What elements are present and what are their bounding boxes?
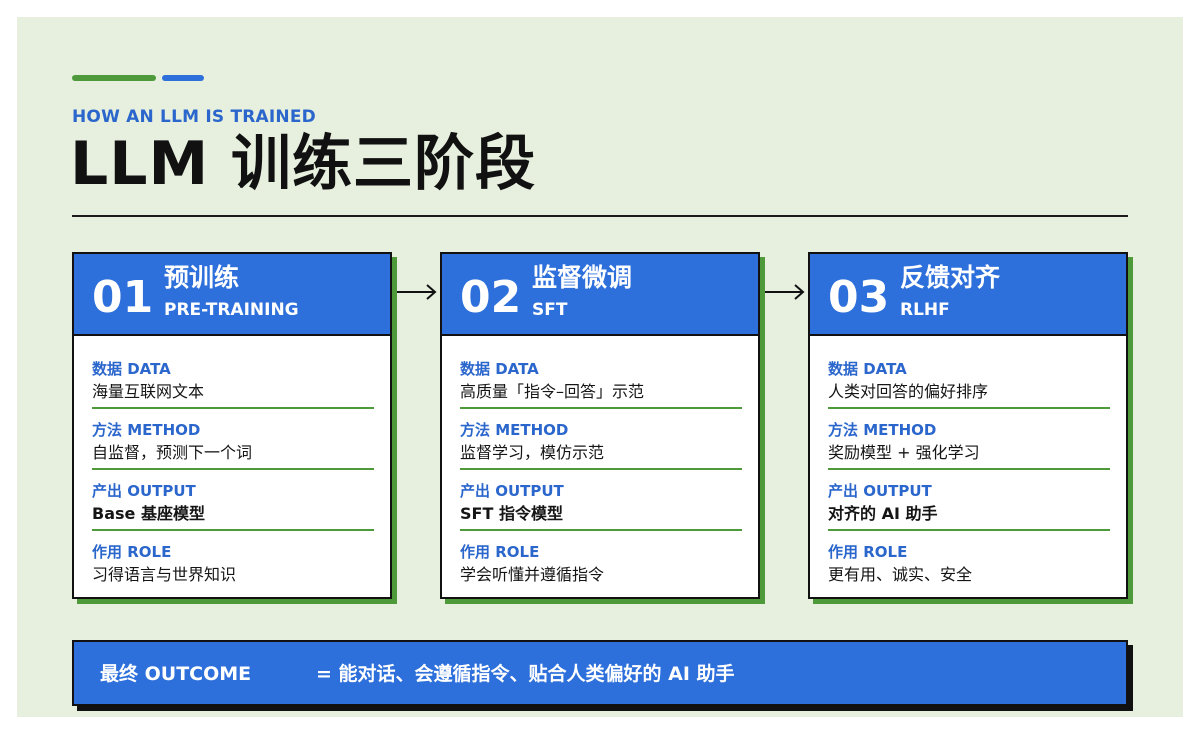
field-value: 高质量「指令–回答」示范 xyxy=(460,382,645,401)
stage-header: 03 反馈对齐 RLHF xyxy=(810,254,1126,336)
field-divider xyxy=(92,407,374,409)
field-value: 对齐的 AI 助手 xyxy=(828,504,938,523)
stage-title-en: RLHF xyxy=(900,300,950,320)
field-divider xyxy=(92,468,374,470)
stage-title-cn: 预训练 xyxy=(164,263,240,292)
arrow-right-icon xyxy=(397,284,437,300)
stage-title-cn: 反馈对齐 xyxy=(900,263,1001,292)
arrow-right-icon xyxy=(765,284,805,300)
stage-title-en: SFT xyxy=(532,300,568,320)
field-label: 产出 OUTPUT xyxy=(828,482,932,500)
stage-card-rlhf: 03 反馈对齐 RLHF 数据 DATA 人类对回答的偏好排序 方法 METHO… xyxy=(808,252,1128,599)
outcome-label: 最终 OUTCOME xyxy=(100,663,252,685)
field-label: 作用 ROLE xyxy=(828,543,908,561)
accent-bar-green xyxy=(72,75,156,81)
field-divider xyxy=(460,529,742,531)
field-label: 产出 OUTPUT xyxy=(460,482,564,500)
stage-number: 02 xyxy=(460,272,522,323)
stage-title-en: PRE-TRAINING xyxy=(164,300,299,320)
field-value: Base 基座模型 xyxy=(92,504,205,523)
accent-bar-blue xyxy=(162,75,204,81)
stage-header: 02 监督微调 SFT xyxy=(442,254,758,336)
field-label: 作用 ROLE xyxy=(460,543,540,561)
outcome-banner: 最终 OUTCOME = 能对话、会遵循指令、贴合人类偏好的 AI 助手 xyxy=(72,640,1128,706)
field-value: 海量互联网文本 xyxy=(92,382,205,401)
stage-number: 03 xyxy=(828,272,890,323)
page-title: LLM 训练三阶段 xyxy=(70,129,537,199)
stage-card-sft: 02 监督微调 SFT 数据 DATA 高质量「指令–回答」示范 方法 METH… xyxy=(440,252,760,599)
field-divider xyxy=(828,468,1110,470)
title-divider xyxy=(72,215,1128,217)
stage-header: 01 预训练 PRE-TRAINING xyxy=(74,254,390,336)
field-divider xyxy=(460,468,742,470)
field-divider xyxy=(828,529,1110,531)
field-divider xyxy=(92,529,374,531)
field-value: 奖励模型 + 强化学习 xyxy=(828,443,980,462)
field-label: 方法 METHOD xyxy=(460,421,569,439)
stage-number: 01 xyxy=(92,272,154,323)
field-value: 习得语言与世界知识 xyxy=(92,565,237,584)
field-value: SFT 指令模型 xyxy=(460,504,563,523)
field-label: 产出 OUTPUT xyxy=(92,482,196,500)
stage-card-pretraining: 01 预训练 PRE-TRAINING 数据 DATA 海量互联网文本 方法 M… xyxy=(72,252,392,599)
field-value: 人类对回答的偏好排序 xyxy=(828,382,989,401)
field-value: 更有用、诚实、安全 xyxy=(828,565,973,584)
field-value: 自监督，预测下一个词 xyxy=(92,443,253,462)
field-value: 监督学习，模仿示范 xyxy=(460,443,605,462)
field-label: 作用 ROLE xyxy=(92,543,172,561)
outcome-text: = 能对话、会遵循指令、贴合人类偏好的 AI 助手 xyxy=(316,663,735,685)
field-label: 方法 METHOD xyxy=(92,421,201,439)
field-label: 数据 DATA xyxy=(828,360,907,378)
field-value: 学会听懂并遵循指令 xyxy=(460,565,605,584)
eyebrow-text: HOW AN LLM IS TRAINED xyxy=(72,107,316,127)
field-label: 数据 DATA xyxy=(460,360,539,378)
field-divider xyxy=(460,407,742,409)
field-label: 方法 METHOD xyxy=(828,421,937,439)
stage-title-cn: 监督微调 xyxy=(532,263,633,292)
field-label: 数据 DATA xyxy=(92,360,171,378)
field-divider xyxy=(828,407,1110,409)
